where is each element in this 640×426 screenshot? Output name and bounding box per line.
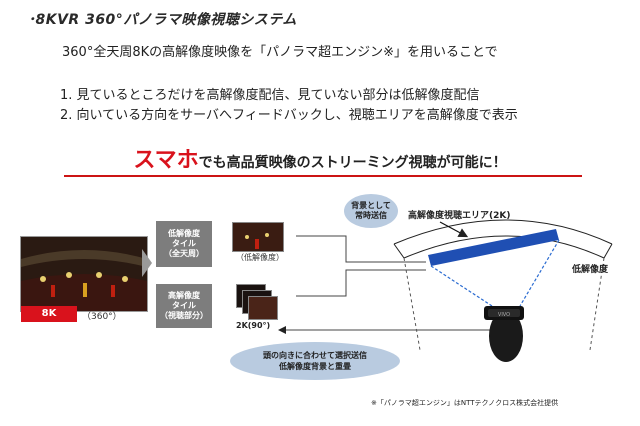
panorama-image [20,236,148,312]
8k-tag: 8K [21,306,77,322]
360-caption: （360°） [82,312,122,322]
bubble-bottom-line-2: 低解像度背景と重畳 [279,362,351,371]
headset-brand-text: VIVO [498,312,510,318]
bubble-top-line-2: 常時送信 [355,211,387,220]
high-tile-line-2: タイル [172,301,196,310]
background-send-bubble: 背景として 常時送信 [344,194,398,228]
view-cone-left [430,265,493,307]
view-area-band [428,229,559,266]
sphere-outer-arc [393,219,613,245]
bubble-bottom-line-1: 頭の向きに合わせて選択送信 [263,351,367,360]
headset-front [488,309,520,317]
sphere-left-edge [393,243,405,259]
low-tile-line-2: タイル [172,239,196,248]
point-2: 2. 向いている方向をサーバへフィードバックし、視聴エリアを高解像度で表示 [60,108,518,123]
sphere-dashed-left [403,257,421,351]
low-tile-line-3: （全天周） [164,249,204,258]
page-title: ･8KVR 360°パノラマ映像視聴システム [28,12,297,28]
low-res-caption: （低解像度） [236,253,284,262]
low-res-label: 低解像度 [572,265,609,275]
flow-arrow [142,249,152,277]
high-connector-line [296,269,426,297]
panorama-scene [21,237,147,311]
headline-underline [64,175,582,177]
view-area-label: 高解像度視聴エリア(2K) [408,211,511,221]
viewer-head [489,310,523,362]
sphere-inner-arc [403,235,605,259]
lead-text: 360°全天周8Kの高解像度映像を「パノラマ超エンジン※」を用いることで [62,45,498,60]
high-res-tile-box: 高解像度 タイル （視聴部分） [156,284,212,328]
low-tile-line-1: 低解像度 [168,229,200,238]
footnote: ※「パノラマ超エンジン」はNTTテクノクロス株式会社提供 [371,399,559,407]
point-1: 1. 見ているところだけを高解像度配信、見ていない部分は低解像度配信 [60,88,480,103]
high-tile-line-1: 高解像度 [168,291,200,300]
sphere-right-edge [603,243,613,259]
low-res-tile-box: 低解像度 タイル （全天周） [156,221,212,267]
high-res-tile-stack-3 [248,296,278,320]
low-connector-line [296,235,426,263]
bubble-top-line-1: 背景として [351,201,391,210]
view-cone-right [519,239,560,307]
headline-emphasis: スマホ [133,148,199,173]
head-direction-bubble: 頭の向きに合わせて選択送信 低解像度背景と重畳 [230,342,400,380]
low-res-thumbnail [232,222,284,252]
headline: スマホでも高品質映像のストリーミング視聴が可能に！ [0,142,640,174]
area-pointer-arrow [439,221,469,238]
headline-rest: でも高品質映像のストリーミング視聴が可能に！ [198,155,507,171]
high-tile-line-3: （視聴部分） [160,311,208,320]
high-res-caption: 2K(90°) [236,321,271,330]
